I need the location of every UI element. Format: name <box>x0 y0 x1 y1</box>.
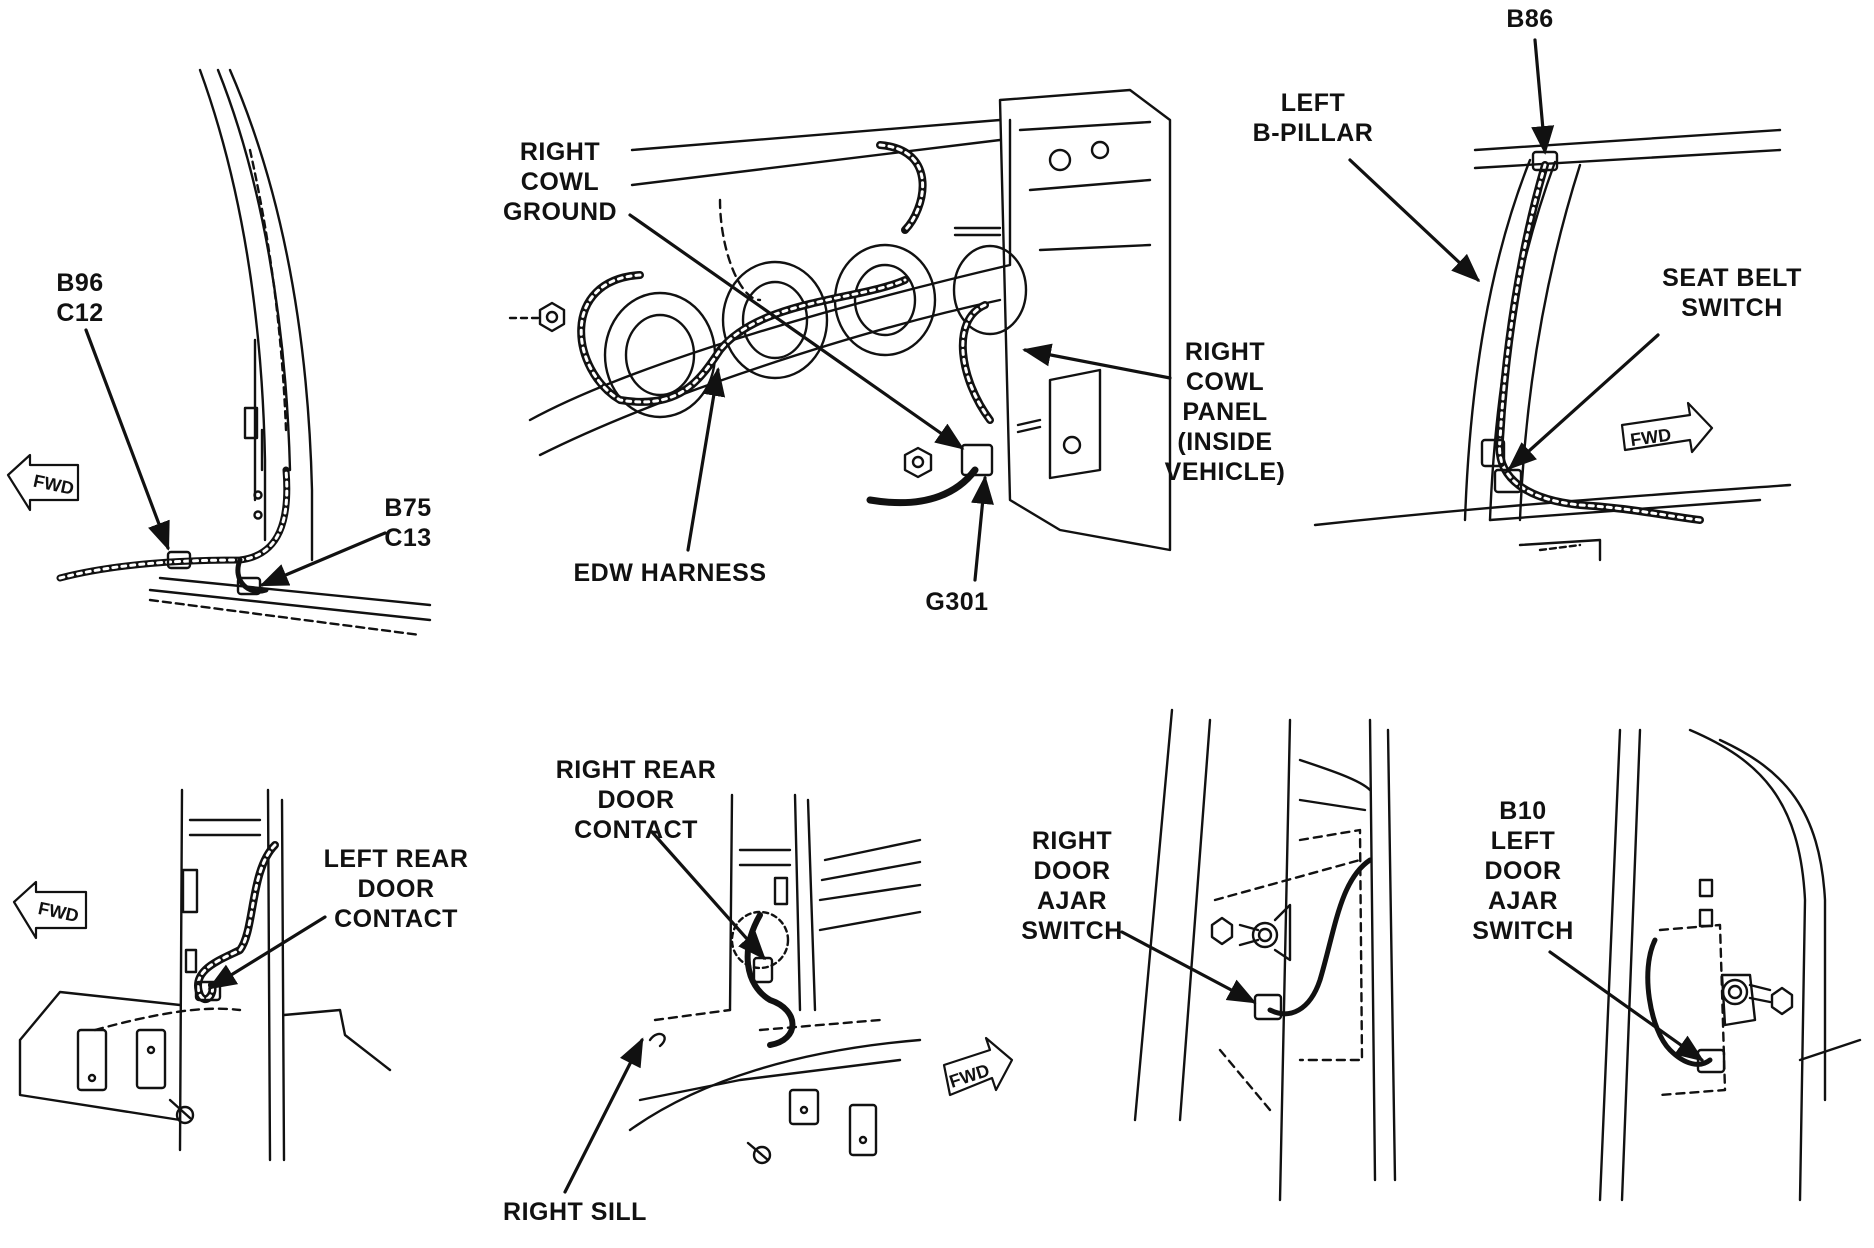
label-right-door-ajar-switch: RIGHT DOOR AJAR SWITCH <box>1021 827 1123 945</box>
panel-right-rear-door-contact: FWD <box>563 793 1014 1194</box>
panel-left-b-pillar: FWD <box>1313 38 1792 562</box>
label-b10-left-door-ajar-switch: B10 LEFT DOOR AJAR SWITCH <box>1472 797 1574 945</box>
fwd-tag: FWD <box>32 471 76 499</box>
panel-a-pillar: FWD <box>6 68 432 637</box>
label-seat-belt-switch: SEAT BELT SWITCH <box>1662 264 1802 322</box>
label-b96-c12: B96 C12 <box>56 269 104 327</box>
label-right-cowl-ground: RIGHT COWL GROUND <box>502 138 618 226</box>
panel-right-cowl <box>508 88 1172 582</box>
fwd-tag: FWD <box>36 898 80 926</box>
label-left-b-pillar: LEFT B-PILLAR <box>1252 89 1374 147</box>
label-g301: G301 <box>925 588 989 616</box>
panel-left-door-ajar-switch <box>1548 728 1862 1202</box>
fwd-tag: FWD <box>1629 425 1672 451</box>
label-right-rear-door-contact: RIGHT REAR DOOR CONTACT <box>555 756 717 844</box>
panel-right-door-ajar-switch <box>1120 708 1397 1202</box>
label-left-rear-door-contact: LEFT REAR DOOR CONTACT <box>323 845 469 933</box>
label-right-cowl-panel: RIGHT COWL PANEL (INSIDE VEHICLE) <box>1164 338 1286 486</box>
label-edw-harness: EDW HARNESS <box>573 559 767 587</box>
label-b86: B86 <box>1506 5 1554 33</box>
label-right-sill: RIGHT SILL <box>503 1198 647 1226</box>
label-b75-c13: B75 C13 <box>384 494 432 552</box>
